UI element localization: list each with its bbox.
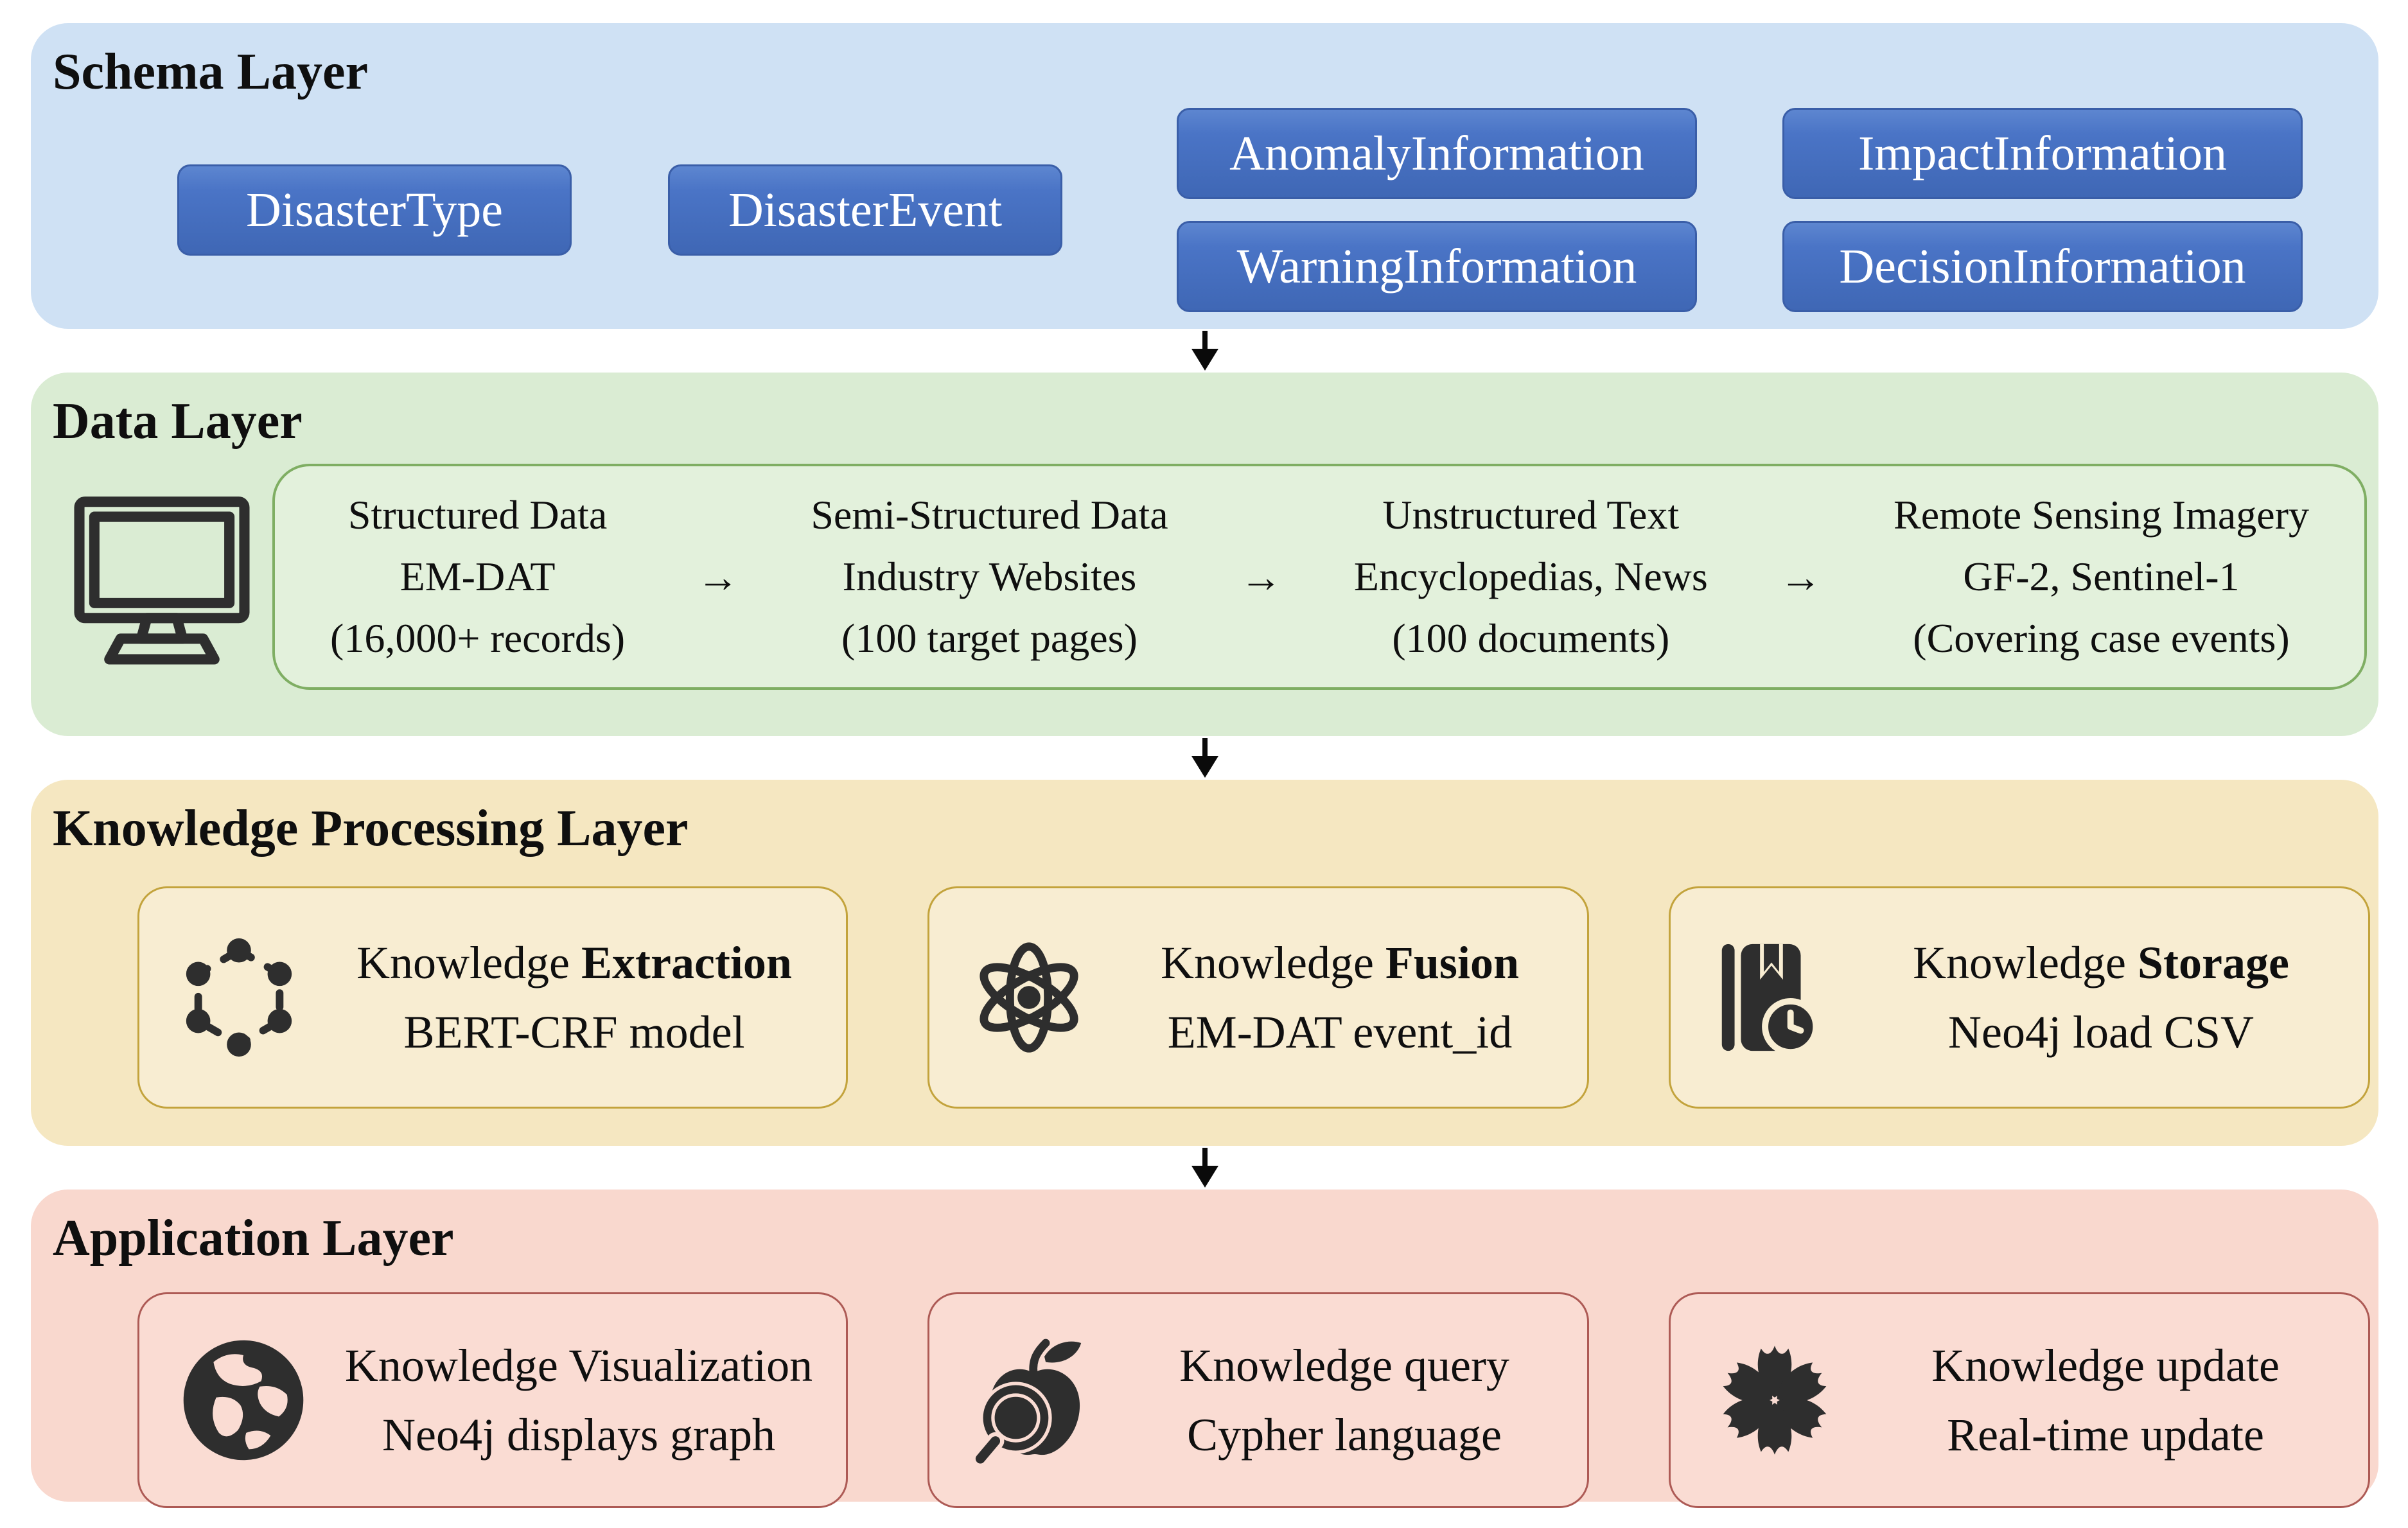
- application-cards: Knowledge Visualization Neo4j displays g…: [31, 1265, 2378, 1508]
- card-text: Knowledge Fusion EM-DAT event_id: [1122, 928, 1558, 1067]
- down-arrow-icon: [1191, 1148, 1218, 1188]
- card-subtitle: Real-time update: [1947, 1409, 2264, 1461]
- schema-node-anomalyinformation: AnomalyInformation: [1177, 108, 1697, 199]
- card-title: Knowledge Storage: [1913, 937, 2289, 988]
- schema-node-decisioninformation: DecisionInformation: [1782, 221, 2303, 312]
- processing-cards: Knowledge Extraction BERT-CRF model Know…: [31, 856, 2378, 1109]
- application-layer: Application Layer Knowledge Visualizatio…: [31, 1190, 2378, 1508]
- knowledge-storage-card: Knowledge Storage Neo4j load CSV: [1669, 886, 2370, 1109]
- card-subtitle: EM-DAT event_id: [1167, 1006, 1513, 1058]
- card-text: Knowledge query Cypher language: [1131, 1331, 1558, 1470]
- data-layer: Data Layer Structured Data EM-DAT (16,00…: [31, 373, 2378, 736]
- schema-node-impactinformation: ImpactInformation: [1782, 108, 2303, 199]
- data-source-name: Industry Websites: [842, 554, 1137, 599]
- card-title: Knowledge update: [1931, 1340, 2280, 1391]
- hexagon-nodes-icon: [186, 938, 292, 1057]
- card-subtitle: Neo4j load CSV: [1948, 1006, 2254, 1058]
- application-layer-title: Application Layer: [53, 1210, 454, 1267]
- knowledge-visualization-card: Knowledge Visualization Neo4j displays g…: [137, 1292, 848, 1508]
- apple-search-icon: [971, 1339, 1082, 1468]
- data-source-name: GF-2, Sentinel-1: [1963, 554, 2240, 599]
- card-text: Knowledge Visualization Neo4j displays g…: [341, 1331, 816, 1470]
- knowledge-processing-layer: Knowledge Processing Layer Knowledge Ext…: [31, 780, 2378, 1146]
- card-text: Knowledge update Real-time update: [1872, 1331, 2339, 1470]
- globe-icon: [183, 1340, 304, 1461]
- card-text: Knowledge Storage Neo4j load CSV: [1863, 928, 2339, 1067]
- data-source-detail: (16,000+ records): [330, 615, 626, 661]
- card-subtitle: Neo4j displays graph: [382, 1409, 775, 1461]
- monitor-icon: [74, 496, 250, 665]
- data-source-detail: (100 target pages): [841, 615, 1138, 661]
- right-arrow-icon: →: [1779, 554, 1822, 601]
- data-source-unstructured: Unstructured Text Encyclopedias, News (1…: [1354, 484, 1708, 669]
- processing-to-application-connector: [31, 1146, 2378, 1190]
- data-source-category: Structured Data: [347, 492, 608, 538]
- card-text: Knowledge Extraction BERT-CRF model: [332, 928, 816, 1067]
- right-arrow-icon: →: [696, 554, 739, 601]
- card-title: Knowledge Visualization: [344, 1340, 813, 1391]
- card-title: Knowledge Extraction: [356, 937, 792, 988]
- knowledge-update-card: Knowledge update Real-time update: [1669, 1292, 2370, 1508]
- knowledge-query-card: Knowledge query Cypher language: [927, 1292, 1589, 1508]
- schema-layer-title: Schema Layer: [53, 44, 369, 100]
- down-arrow-icon: [1191, 738, 1218, 778]
- schema-to-data-connector: [31, 329, 2378, 373]
- data-layer-title: Data Layer: [53, 393, 303, 450]
- book-clock-icon: [1721, 944, 1820, 1056]
- data-source-category: Unstructured Text: [1382, 492, 1680, 538]
- data-sources-panel: Structured Data EM-DAT (16,000+ records)…: [272, 464, 2367, 690]
- schema-layer: Schema Layer DisasterType DisasterEvent …: [31, 23, 2378, 329]
- schema-entity-group: DisasterType DisasterEvent: [177, 164, 1062, 256]
- atom-icon: [980, 942, 1078, 1053]
- data-to-processing-connector: [31, 736, 2378, 780]
- data-source-remote-sensing: Remote Sensing Imagery GF-2, Sentinel-1 …: [1894, 484, 2309, 669]
- data-source-category: Remote Sensing Imagery: [1894, 492, 2309, 538]
- knowledge-fusion-card: Knowledge Fusion EM-DAT event_id: [927, 886, 1589, 1109]
- schema-node-warninginformation: WarningInformation: [1177, 221, 1697, 312]
- flower-icon: [1723, 1346, 1827, 1455]
- data-source-detail: (100 documents): [1392, 615, 1670, 661]
- schema-content: DisasterType DisasterEvent AnomalyInform…: [31, 99, 2378, 312]
- data-source-name: Encyclopedias, News: [1353, 554, 1708, 599]
- data-source-semistructured: Semi-Structured Data Industry Websites (…: [811, 484, 1168, 669]
- card-title: Knowledge Fusion: [1160, 937, 1519, 988]
- layer-stack: Schema Layer DisasterType DisasterEvent …: [31, 23, 2378, 1508]
- data-source-structured: Structured Data EM-DAT (16,000+ records): [330, 484, 625, 669]
- schema-info-group: AnomalyInformation ImpactInformation War…: [1177, 108, 2303, 312]
- card-subtitle: Cypher language: [1187, 1409, 1502, 1461]
- data-source-detail: (Covering case events): [1913, 615, 2290, 661]
- processing-layer-title: Knowledge Processing Layer: [53, 800, 689, 857]
- data-source-category: Semi-Structured Data: [811, 492, 1168, 538]
- card-title: Knowledge query: [1179, 1340, 1509, 1391]
- card-subtitle: BERT-CRF model: [403, 1006, 745, 1058]
- data-row: Structured Data EM-DAT (16,000+ records)…: [31, 448, 2378, 690]
- schema-node-disasterevent: DisasterEvent: [668, 164, 1062, 256]
- down-arrow-icon: [1191, 331, 1218, 371]
- right-arrow-icon: →: [1240, 554, 1283, 601]
- data-source-name: EM-DAT: [400, 554, 556, 599]
- schema-node-disastertype: DisasterType: [177, 164, 572, 256]
- knowledge-extraction-card: Knowledge Extraction BERT-CRF model: [137, 886, 848, 1109]
